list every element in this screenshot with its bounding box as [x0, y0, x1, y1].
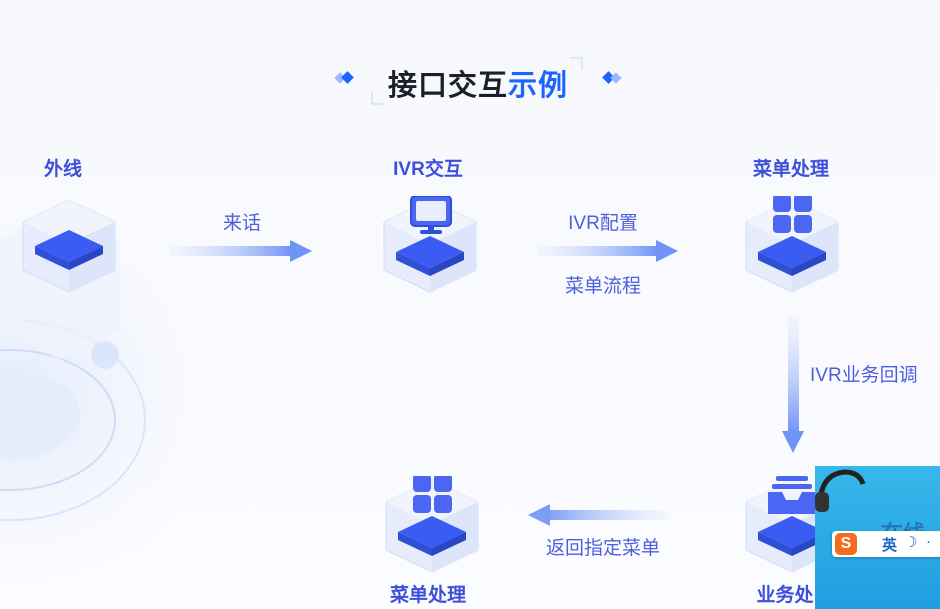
arrow-menu-to-business-icon [782, 315, 804, 453]
node-label-menu-bottom: 菜单处理 [389, 585, 467, 606]
ime-punctuation-icon[interactable]: · [926, 533, 931, 550]
sogou-logo-icon: S [835, 533, 857, 555]
monitor-icon [410, 196, 452, 234]
edge-label-return-menu: 返回指定菜单 [545, 538, 661, 559]
ime-moon-icon[interactable]: ☽ [904, 534, 918, 551]
title-main: 接口交互 [388, 70, 509, 102]
edge-label-menu-flow: 菜单流程 [564, 276, 642, 297]
title-area: 接口交互示例 [0, 58, 940, 104]
title-accent: 示例 [508, 70, 569, 102]
node-label-outside-line: 外线 [43, 159, 83, 180]
page-title: 接口交互示例 [388, 62, 568, 104]
ime-toolbar[interactable]: S 英 ☽ · [832, 531, 940, 557]
menu-top-cube-icon [745, 196, 839, 293]
node-label-business: 业务处 [756, 585, 814, 606]
ivr-cube-icon [383, 196, 477, 293]
ime-language-toggle[interactable]: 英 [882, 537, 898, 554]
edge-label-ivr-config: IVR配置 [568, 213, 638, 234]
outside-line-cube-icon [22, 199, 116, 293]
arrow-incoming-call-icon [170, 240, 312, 262]
ime-overlay-panel: 在线 S 英 ☽ · [815, 466, 940, 609]
headset-icon [815, 469, 866, 512]
arrow-return-menu-icon [528, 504, 668, 526]
grid-blocks-icon [413, 476, 452, 513]
node-label-ivr: IVR交互 [393, 159, 463, 180]
edge-label-ivr-callback: IVR业务回调 [810, 365, 918, 386]
edge-label-incoming-call: 来话 [222, 213, 262, 234]
grid-blocks-icon [773, 196, 812, 233]
menu-bottom-cube-icon [385, 476, 479, 573]
arrow-ivr-to-menu-icon [538, 240, 678, 262]
node-label-menu-top: 菜单处理 [752, 159, 830, 180]
inbox-tray-icon [768, 476, 816, 514]
